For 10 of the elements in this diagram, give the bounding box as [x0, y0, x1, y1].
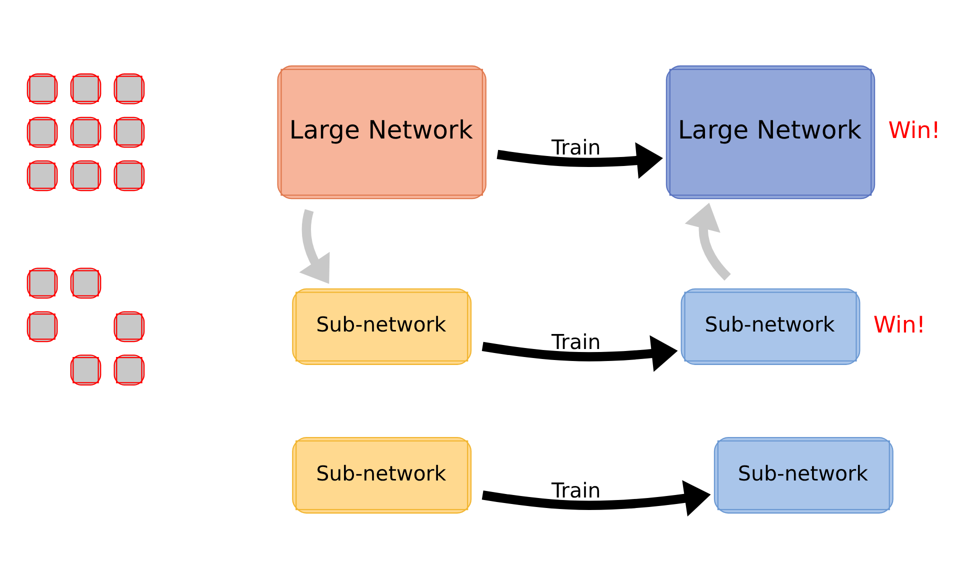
arrow — [496, 142, 662, 178]
node-label: Win! — [888, 118, 940, 144]
node-label: Win! — [872, 312, 926, 338]
arrow — [481, 334, 678, 372]
edge-label: Train — [551, 329, 600, 354]
arrow — [298, 208, 330, 284]
arrow — [684, 202, 730, 280]
edge-label: Train — [551, 478, 600, 502]
edge-label: Train — [551, 134, 600, 159]
arrow — [481, 480, 710, 516]
